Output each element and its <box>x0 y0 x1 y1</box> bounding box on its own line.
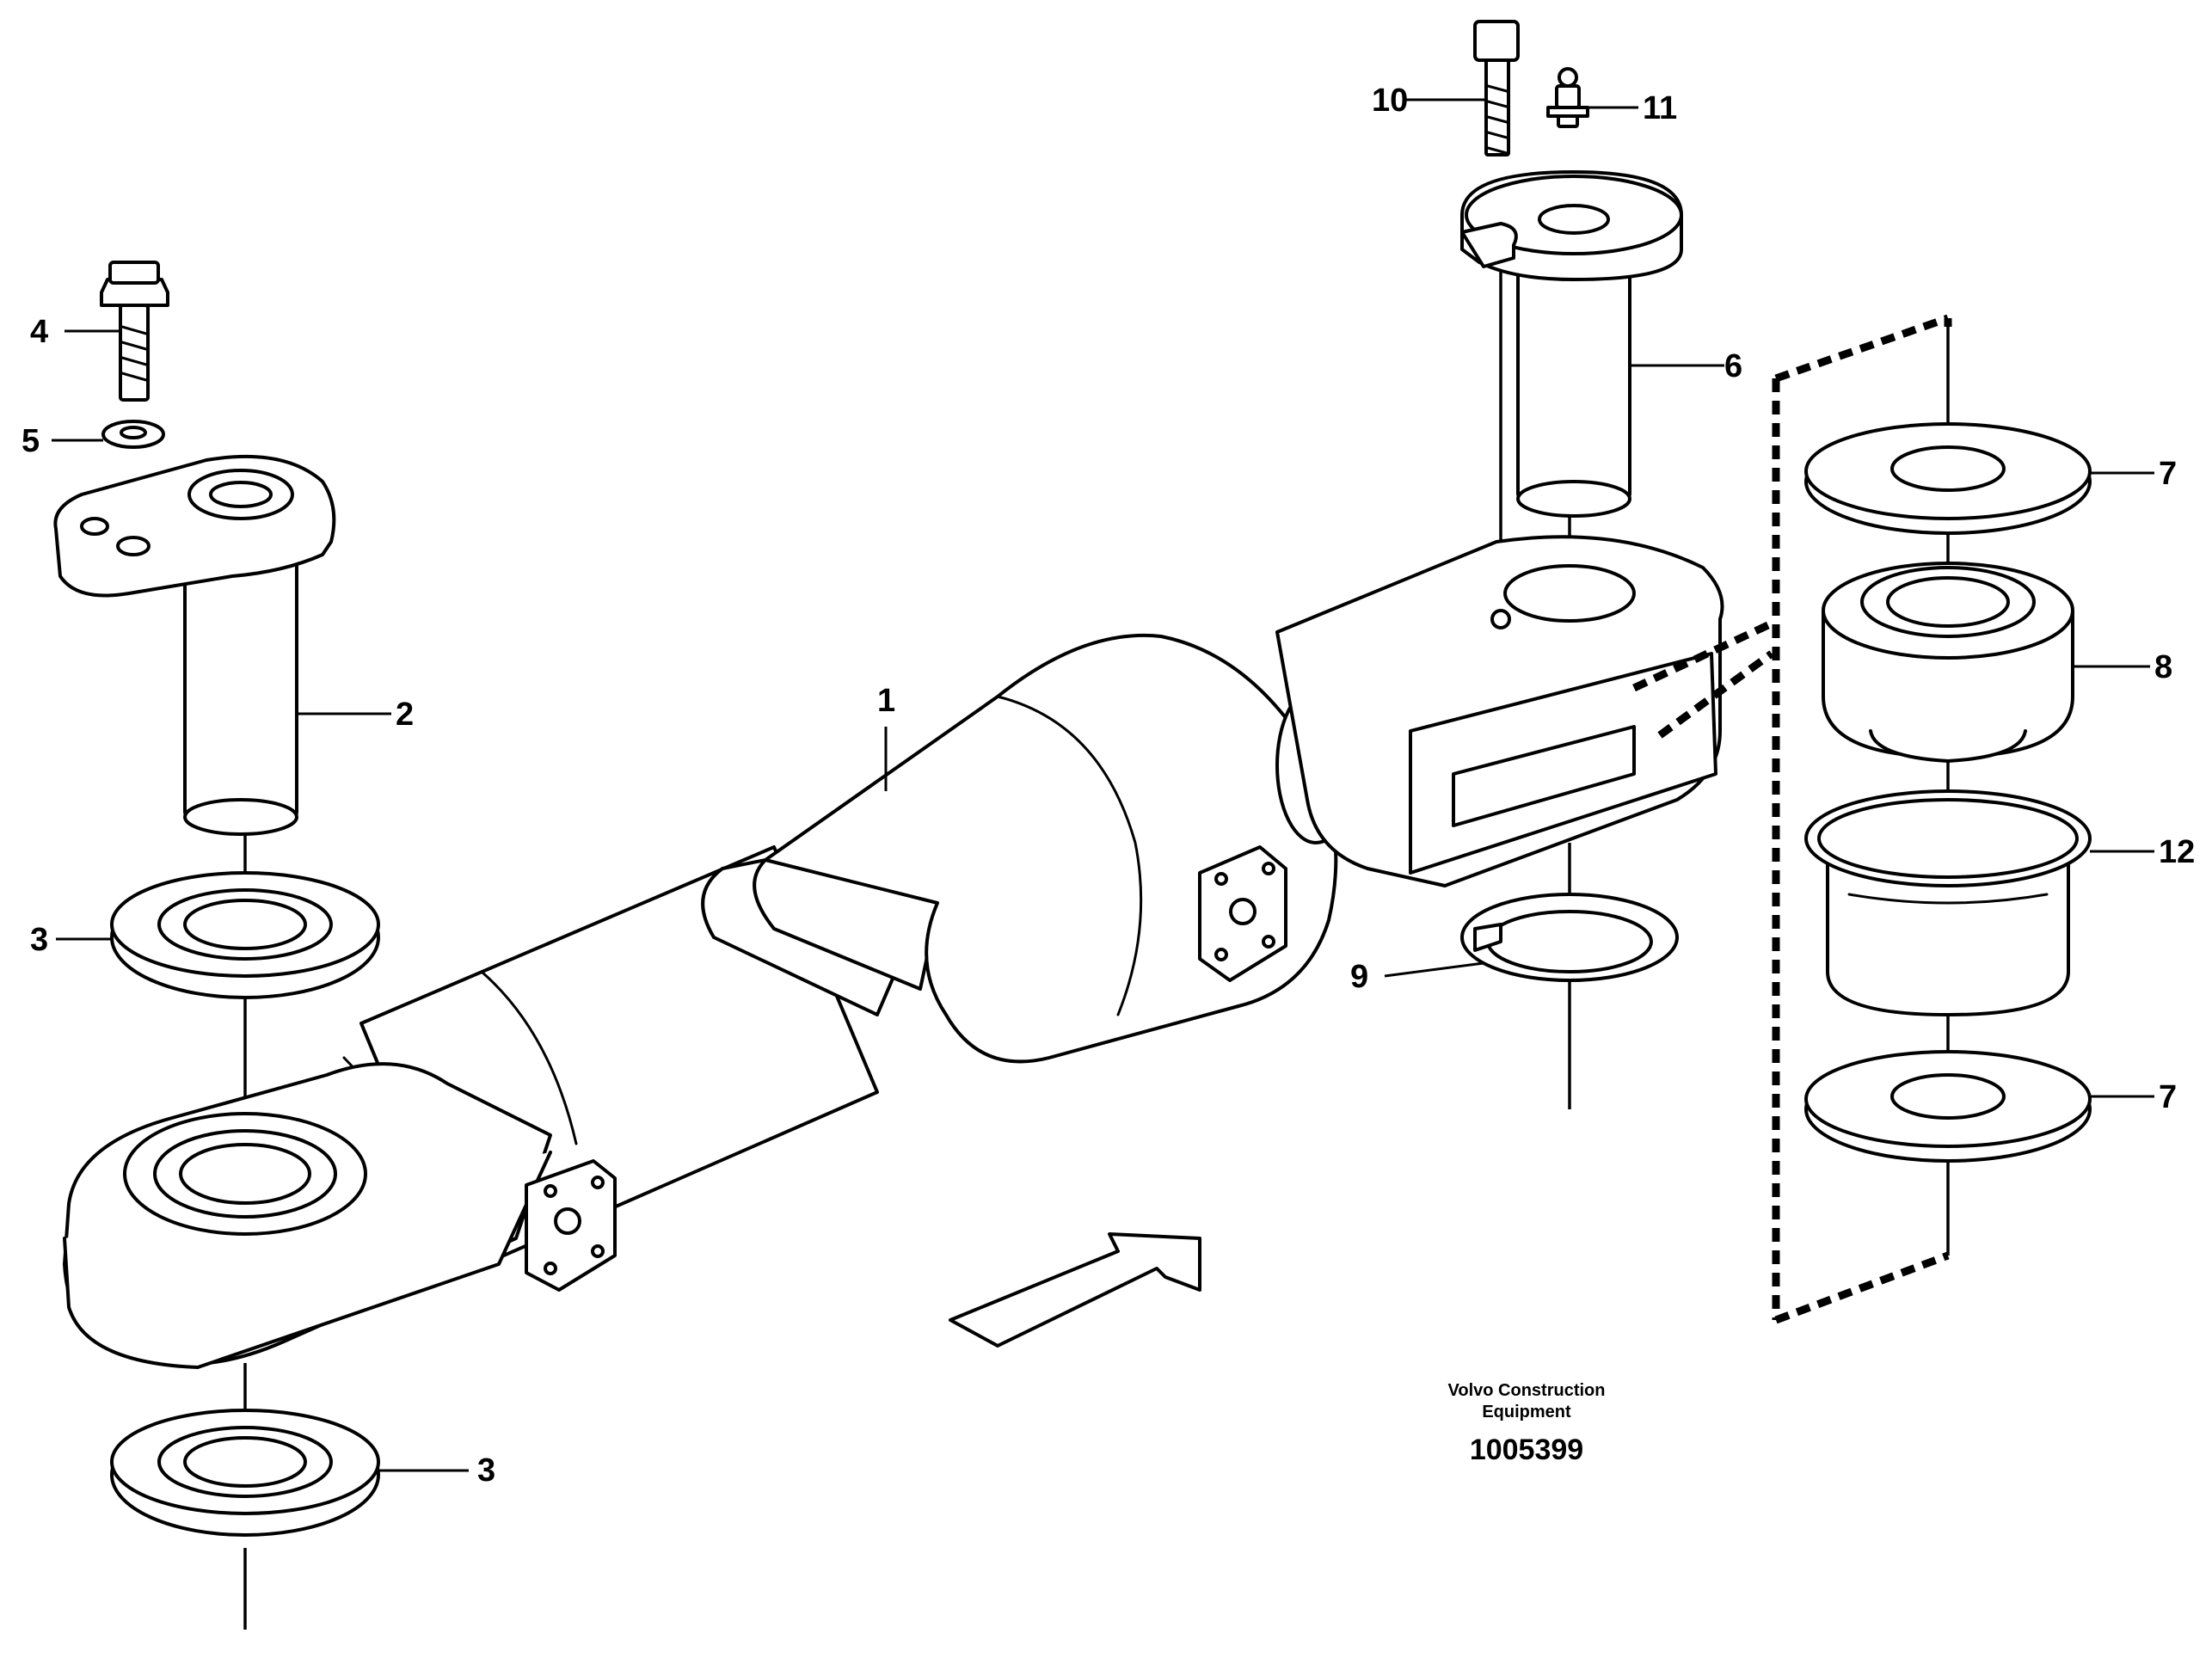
drawing-credit: Volvo Construction Equipment 1005399 <box>1448 1381 1606 1466</box>
credit-line-2: Equipment <box>1482 1403 1571 1421</box>
drawing-number: 1005399 <box>1470 1434 1583 1466</box>
callout-4: 4 <box>30 314 48 350</box>
thrust-washer-bottom <box>1804 1050 2092 1163</box>
callout-12: 12 <box>2159 834 2195 870</box>
callout-6: 6 <box>1724 348 1742 384</box>
callout-1: 1 <box>877 683 895 719</box>
socket-head-screw <box>1473 20 1520 157</box>
credit-line-1: Volvo Construction <box>1448 1381 1606 1400</box>
thrust-washer-top <box>1804 422 2092 535</box>
plain-washer <box>101 420 165 449</box>
hydraulic-cylinder <box>63 535 1724 1369</box>
bearing-bushing <box>1804 789 2092 1016</box>
seal-washer-bottom <box>110 1409 380 1537</box>
callout-7-top: 7 <box>2159 456 2177 492</box>
flange-bolt <box>100 261 169 402</box>
seal-washer-top <box>110 871 380 999</box>
grease-nipple <box>1546 67 1589 128</box>
callout-7-bottom: 7 <box>2159 1079 2177 1115</box>
callout-2: 2 <box>396 697 414 733</box>
callout-3-top: 3 <box>30 922 48 958</box>
clevis-pin <box>1460 170 1683 518</box>
callout-5: 5 <box>22 423 40 459</box>
leader-lines <box>52 98 2154 1472</box>
callout-8: 8 <box>2154 649 2172 685</box>
callout-3-bottom: 3 <box>477 1452 495 1489</box>
spherical-bearing <box>1822 562 2074 763</box>
forward-direction-arrow-icon <box>949 1232 1201 1348</box>
retaining-ring <box>1460 893 1679 982</box>
pin-with-plate <box>53 454 336 836</box>
callout-11: 11 <box>1643 90 1677 126</box>
bearing-kit-frame <box>1632 314 1952 1324</box>
callout-10: 10 <box>1372 83 1408 119</box>
callout-labels: 1 2 3 3 4 5 6 7 7 8 9 10 11 12 <box>22 83 2195 1489</box>
callout-9: 9 <box>1350 959 1368 995</box>
